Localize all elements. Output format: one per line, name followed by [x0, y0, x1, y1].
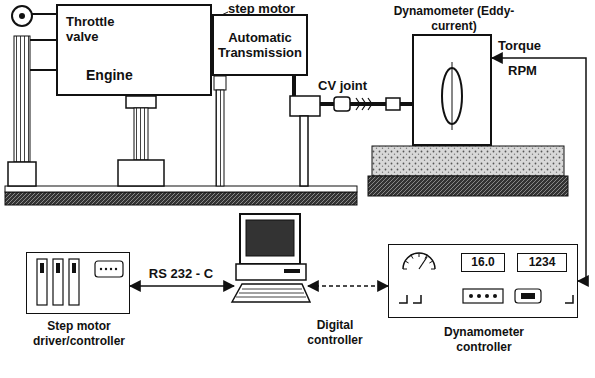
- mount-post: [134, 108, 148, 160]
- node-label: Step motor driver/controller: [19, 319, 139, 349]
- engine-column: [14, 36, 30, 162]
- part-label: step motor: [228, 1, 318, 16]
- dynamometer-unit: Dynamometer (Eddy-current): [412, 34, 492, 146]
- transmission-box: Automatic Transmission: [212, 14, 308, 76]
- connector: [130, 285, 234, 287]
- signal-label: RPM: [508, 63, 548, 78]
- column-foot: [8, 162, 36, 186]
- cv-boot: [356, 98, 372, 110]
- display-readout: 16.0: [461, 253, 505, 272]
- connector-label: RS 232 - C: [147, 266, 215, 281]
- coupling: [386, 98, 400, 110]
- node-label: Digital controller: [304, 318, 366, 348]
- mount-pad: [126, 96, 156, 108]
- pc-drawing: [232, 212, 310, 306]
- output-stand: [300, 116, 308, 186]
- signal-label: Torque: [498, 38, 558, 53]
- dynamometer-plate: [368, 176, 568, 196]
- mount-foot: [118, 160, 164, 186]
- pulley-hub: [19, 13, 25, 19]
- dynamometer-controller: 16.01234Dynamometer controller: [388, 244, 578, 318]
- transmission-post: [216, 90, 224, 186]
- node-label: Engine: [86, 68, 176, 83]
- cv-joint: [334, 97, 350, 111]
- driver-drawing: [27, 253, 131, 315]
- connector: [308, 285, 388, 287]
- belt: [32, 13, 56, 15]
- output-housing: [290, 96, 320, 116]
- part-label: Throttle valve: [66, 14, 126, 44]
- dyno-drawing: [414, 36, 494, 148]
- dynamometer-base: [372, 146, 564, 176]
- computer: Digital controller: [232, 212, 310, 306]
- display-readout: 1234: [517, 253, 567, 272]
- transmission-mount: [214, 76, 226, 90]
- node-label: Dynamometer controller: [419, 325, 549, 355]
- step-motor-driver: Step motor driver/controller: [26, 252, 130, 314]
- node-label: Dynamometer (Eddy-current): [390, 4, 518, 34]
- node-label: Automatic Transmission: [218, 30, 302, 60]
- bed-plate-top: [5, 186, 357, 192]
- connector-label: CV joint: [316, 78, 369, 93]
- engine-mount-arm: [30, 40, 56, 70]
- bed-plate: [5, 192, 357, 205]
- pulley: [12, 6, 32, 26]
